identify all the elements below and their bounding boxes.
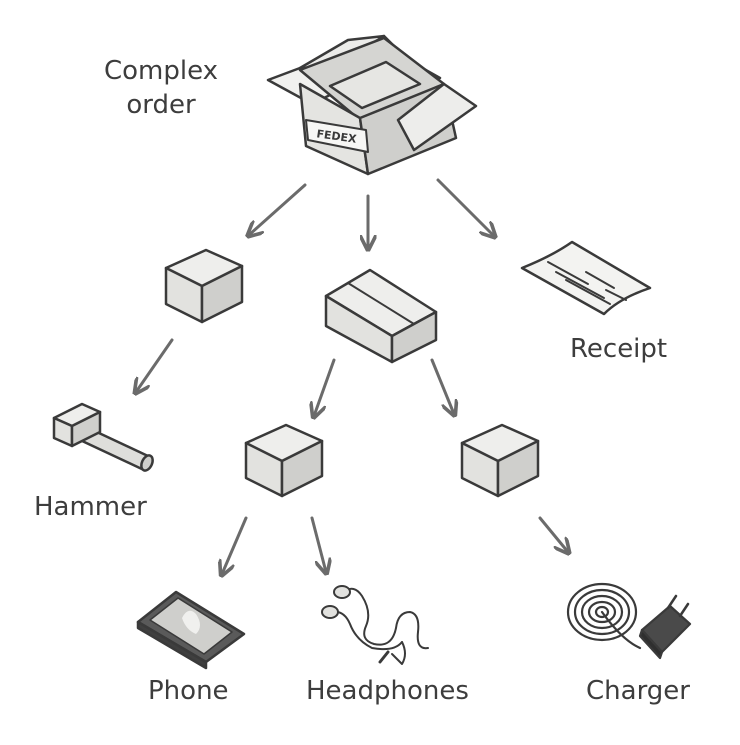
receipt-icon <box>520 240 652 316</box>
hammer-icon <box>52 402 154 472</box>
arrow-box-d-to-charger <box>538 516 568 552</box>
arrows <box>136 178 568 574</box>
root-label-line1: Complex <box>103 56 219 86</box>
arrow-box-a-to-hammer <box>136 338 174 392</box>
charger-label: Charger <box>586 676 690 706</box>
arrow-root-to-box-a <box>249 183 307 235</box>
receipt-label: Receipt <box>570 334 668 364</box>
box-icon <box>244 423 324 498</box>
arrow-root-to-receipt <box>436 178 494 236</box>
box-icon <box>460 423 540 498</box>
arrow-box-c-to-phone <box>222 516 248 574</box>
root-label: Complex order <box>96 54 226 122</box>
arrow-box-b-to-box-d <box>430 358 454 414</box>
open-box-icon <box>266 34 478 176</box>
charger-icon <box>566 582 692 660</box>
fedex-tag: FEDEX <box>316 127 358 146</box>
hammer-label: Hammer <box>34 492 147 522</box>
root-label-line2: order <box>126 90 196 120</box>
headphones-label: Headphones <box>306 676 469 706</box>
phone-label: Phone <box>148 676 229 706</box>
headphones-icon <box>321 585 429 665</box>
arrow-box-c-to-headphones <box>310 516 326 572</box>
phone-icon <box>136 590 246 670</box>
box-icon <box>324 268 438 364</box>
box-icon <box>164 248 244 324</box>
arrow-box-b-to-box-c <box>314 358 336 416</box>
